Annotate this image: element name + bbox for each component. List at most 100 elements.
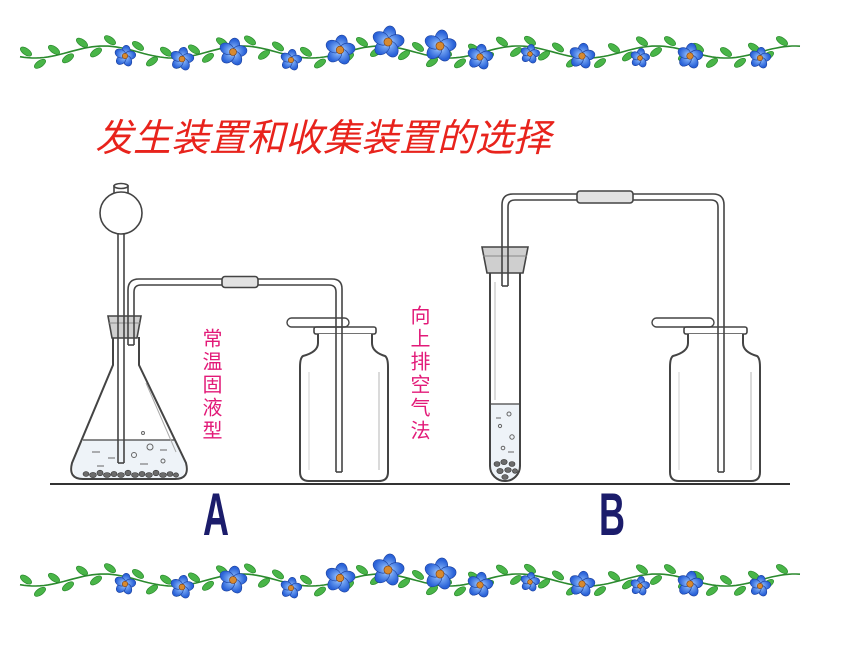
solid-granules-a bbox=[82, 469, 179, 478]
leaf-icon bbox=[104, 563, 116, 574]
flower-center bbox=[335, 573, 345, 583]
leaf-icon bbox=[62, 581, 74, 592]
leaf-icon bbox=[720, 575, 732, 585]
leaf-icon bbox=[132, 40, 144, 51]
flower-center bbox=[527, 51, 533, 57]
leaf-icon bbox=[706, 585, 718, 596]
leaf-icon bbox=[34, 58, 46, 69]
leaf-icon bbox=[776, 36, 788, 46]
leaf-icon bbox=[356, 36, 368, 47]
vine bbox=[19, 573, 801, 587]
leaf-icon bbox=[664, 36, 676, 47]
jar-lip-a bbox=[313, 326, 377, 335]
flower-icon bbox=[114, 45, 137, 67]
leaf-icon bbox=[104, 35, 116, 46]
flower-center bbox=[756, 582, 764, 590]
leaf-icon bbox=[300, 574, 312, 585]
flower-icon bbox=[170, 46, 195, 71]
leaf-icon bbox=[258, 49, 270, 60]
leaf-icon bbox=[300, 46, 312, 57]
leaf-icon bbox=[356, 564, 368, 575]
flower-center bbox=[435, 569, 445, 579]
flower-icon bbox=[372, 25, 405, 58]
leaf-icon bbox=[650, 47, 662, 57]
flower-icon bbox=[424, 29, 457, 62]
leaf-icon bbox=[272, 569, 284, 580]
gas-jar-b bbox=[669, 334, 761, 482]
apparatus-a-label: A bbox=[202, 481, 230, 548]
flower-icon bbox=[569, 570, 596, 597]
leaf-icon bbox=[48, 44, 60, 55]
leaf-icon bbox=[48, 572, 60, 583]
solid-granules-b bbox=[493, 459, 518, 480]
flower-center bbox=[178, 55, 186, 63]
flower-icon bbox=[372, 553, 405, 586]
leaf-icon bbox=[454, 58, 466, 69]
leaf-icon bbox=[202, 52, 214, 63]
leaf-icon bbox=[76, 37, 88, 48]
leaf-icon bbox=[20, 46, 32, 57]
flower-center bbox=[229, 48, 237, 56]
flower-center bbox=[121, 52, 129, 60]
leaf-icon bbox=[426, 585, 438, 596]
flower-center bbox=[335, 45, 345, 55]
leaf-icon bbox=[454, 586, 466, 597]
leaf-icon bbox=[664, 564, 676, 575]
flower-icon bbox=[467, 43, 494, 70]
leaf-icon bbox=[76, 565, 88, 576]
flower-center bbox=[178, 583, 186, 591]
jar-lip-b bbox=[683, 326, 748, 335]
flower-center bbox=[383, 565, 393, 575]
leaf-icon bbox=[594, 58, 606, 69]
leaf-icon bbox=[608, 571, 620, 582]
leaf-icon bbox=[608, 43, 620, 54]
leaf-icon bbox=[90, 47, 102, 58]
flower-center bbox=[476, 581, 484, 589]
leaf-icon bbox=[188, 572, 200, 583]
leaf-icon bbox=[398, 578, 410, 589]
test-tube-bubbles bbox=[496, 411, 515, 453]
leaf-icon bbox=[538, 50, 550, 61]
leaf-icon bbox=[524, 35, 536, 46]
leaf-icon bbox=[538, 578, 550, 589]
erlenmeyer-flask bbox=[70, 337, 188, 480]
apparatus-a bbox=[70, 182, 389, 482]
flower-icon bbox=[520, 44, 540, 64]
leaf-icon bbox=[146, 584, 158, 595]
flower-icon bbox=[749, 575, 772, 597]
leaf-icon bbox=[146, 56, 158, 67]
leaf-icon bbox=[412, 41, 424, 52]
leaf-icon bbox=[20, 574, 32, 585]
leaf-icon bbox=[244, 563, 256, 574]
flower-icon bbox=[219, 565, 248, 594]
leaf-icon bbox=[706, 57, 718, 68]
leaf-icon bbox=[132, 568, 144, 579]
flower-center bbox=[435, 41, 445, 51]
flask-reflection bbox=[145, 382, 177, 453]
flower-icon bbox=[520, 572, 540, 592]
leaf-icon bbox=[636, 36, 648, 47]
apparatus-b bbox=[481, 190, 761, 482]
flask-liquid bbox=[72, 440, 186, 478]
long-neck-funnel bbox=[99, 182, 143, 464]
flower-center bbox=[229, 576, 237, 584]
leaf-icon bbox=[776, 564, 788, 574]
leaf-icon bbox=[398, 50, 410, 61]
flower-icon bbox=[630, 576, 650, 596]
flower-icon bbox=[325, 562, 356, 593]
leaf-icon bbox=[510, 575, 522, 585]
leaf-icon bbox=[412, 569, 424, 580]
flower-center bbox=[578, 52, 586, 60]
flower-center bbox=[686, 580, 694, 588]
liquid-marks bbox=[92, 431, 167, 467]
leaf-icon bbox=[552, 42, 564, 53]
flower-icon bbox=[280, 49, 303, 71]
flower-center bbox=[756, 54, 764, 62]
flower-center bbox=[686, 52, 694, 60]
glass-plate-b bbox=[651, 317, 715, 328]
rubber-connector-a bbox=[221, 275, 259, 289]
flower-center bbox=[383, 37, 393, 47]
glass-plate-a bbox=[286, 317, 350, 328]
floral-border-bottom bbox=[19, 553, 801, 599]
